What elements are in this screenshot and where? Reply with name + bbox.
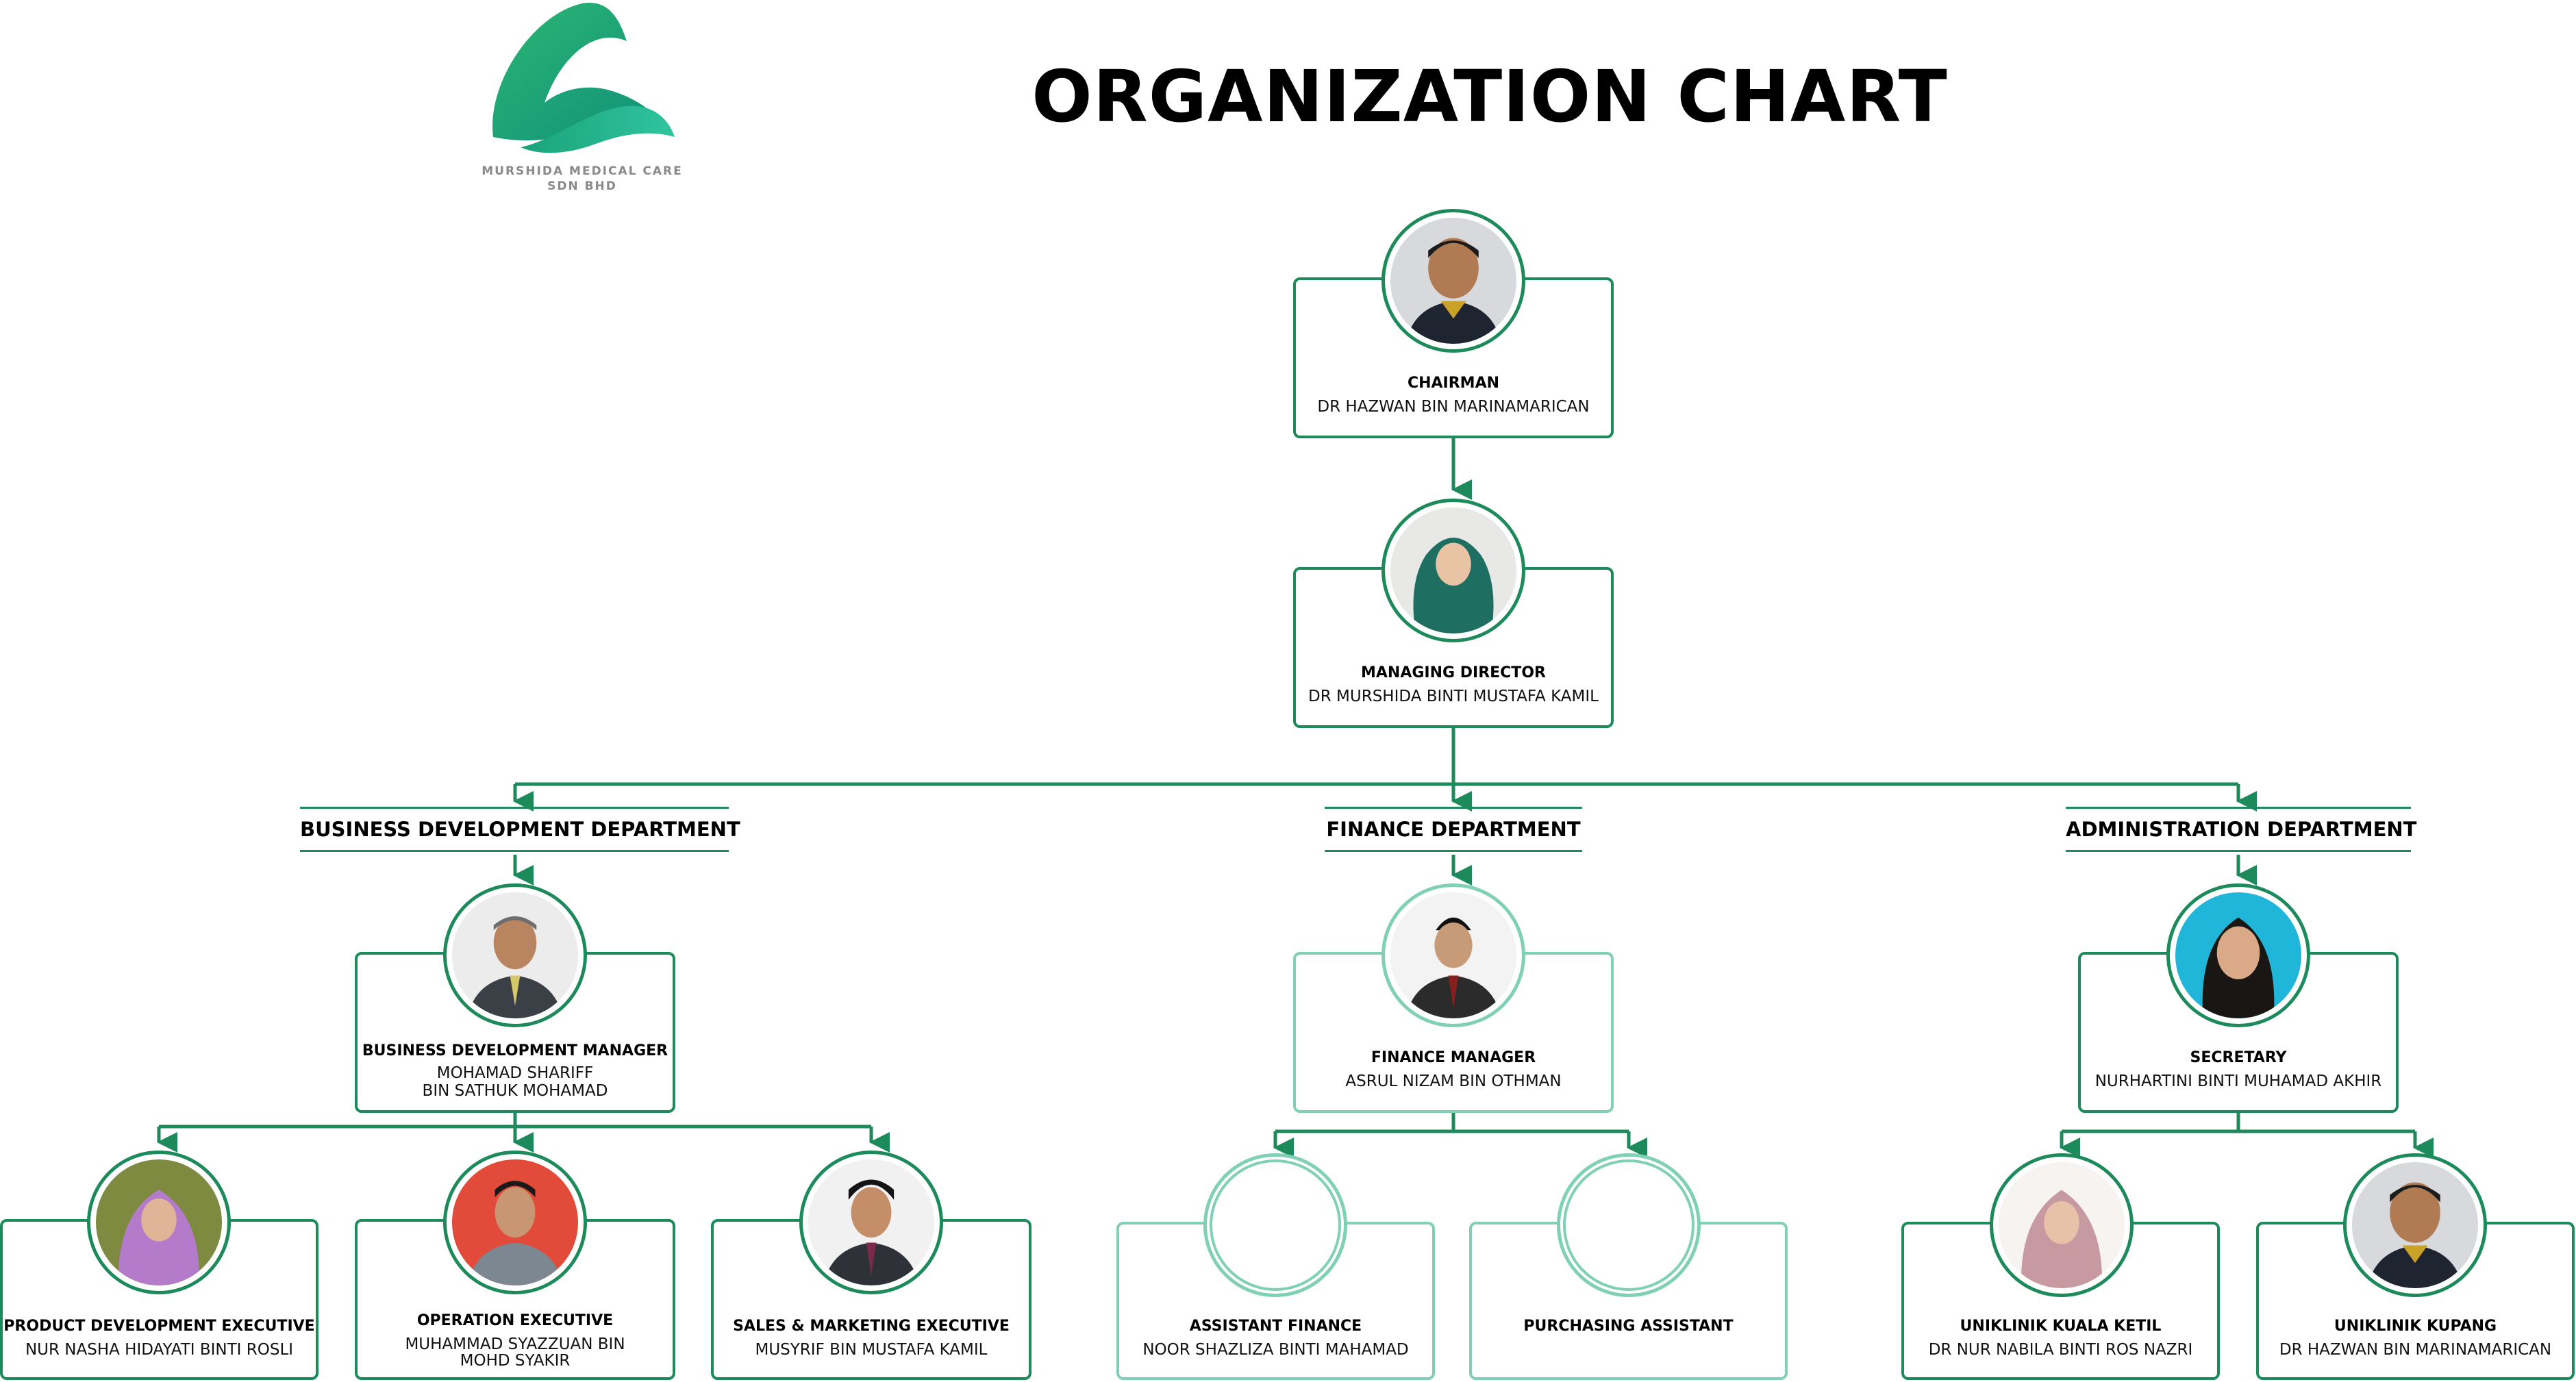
bdm-name-line2: BIN SATHUK MOHAMAD [422,1082,608,1100]
person-photo-icon [96,1159,222,1285]
person-photo-icon [1390,507,1516,633]
uniklinik-kuala-ketil-role: UNIKLINIK KUALA KETIL [1960,1318,2162,1335]
finance-manager-role: FINANCE MANAGER [1371,1049,1536,1066]
finance-manager-card: FINANCE MANAGER ASRUL NIZAM BIN OTHMAN [1293,952,1614,1113]
oe-avatar [443,1151,587,1294]
uniklinik-kupang-avatar [2343,1153,2487,1297]
bdm-name-line1: MOHAMAD SHARIFF [436,1064,594,1082]
department-business: BUSINESS DEVELOPMENT DEPARTMENT [300,807,740,852]
secretary-role: SECRETARY [2190,1049,2287,1066]
managing-director-role: MANAGING DIRECTOR [1361,664,1546,681]
chairman-role: CHAIRMAN [1407,375,1500,392]
oe-name-line2: MOHD SYAKIR [460,1352,571,1370]
assistant-finance-name: NOOR SHAZLIZA BINTI MAHAMAD [1142,1341,1409,1359]
sme-role: SALES & MARKETING EXECUTIVE [733,1318,1010,1335]
uniklinik-kuala-ketil-name: DR NUR NABILA BINTI ROS NAZRI [1928,1341,2193,1359]
person-photo-icon [2352,1162,2478,1288]
department-administration: ADMINISTRATION DEPARTMENT [2066,807,2416,852]
bdm-avatar [443,883,587,1027]
person-photo-icon [452,892,578,1018]
person-photo-icon [2175,892,2301,1018]
finance-manager-avatar [1381,883,1525,1027]
bdm-role: BUSINESS DEVELOPMENT MANAGER [362,1042,668,1059]
uniklinik-kuala-ketil-avatar [1990,1153,2134,1297]
pde-name: NUR NASHA HIDAYATI BINTI ROSLI [25,1341,294,1359]
pde-avatar [87,1151,231,1294]
purchasing-assistant-role: PURCHASING ASSISTANT [1523,1318,1734,1335]
oe-role: OPERATION EXECUTIVE [416,1312,614,1329]
person-photo-icon [452,1159,578,1285]
empty-photo-placeholder [1210,1159,1341,1291]
pde-role: PRODUCT DEVELOPMENT EXECUTIVE [3,1318,315,1335]
company-logo: MURSHIDA MEDICAL CARE SDN BHD [479,0,685,199]
purchasing-assistant-avatar [1557,1153,1701,1297]
logo-company-suffix: SDN BHD [547,179,617,193]
finance-manager-name: ASRUL NIZAM BIN OTHMAN [1345,1072,1562,1090]
oe-name-line1: MUHAMMAD SYAZZUAN BIN [405,1335,625,1353]
person-photo-icon [808,1159,934,1285]
managing-director-card: MANAGING DIRECTOR DR MURSHIDA BINTI MUST… [1293,567,1614,728]
department-finance: FINANCE DEPARTMENT [1325,807,1582,852]
logo-company-name: MURSHIDA MEDICAL CARE [482,164,683,178]
managing-director-avatar [1381,499,1525,642]
chairman-avatar [1381,209,1525,353]
uniklinik-kuala-ketil-card: UNIKLINIK KUALA KETIL DR NUR NABILA BINT… [1901,1222,2220,1380]
secretary-name: NURHARTINI BINTI MUHAMAD AKHIR [2094,1072,2382,1090]
sme-name: MUSYRIF BIN MUSTAFA KAMIL [755,1341,988,1359]
uniklinik-kupang-name: DR HAZWAN BIN MARINAMARICAN [2279,1341,2552,1359]
person-photo-icon [1390,218,1516,344]
person-photo-icon [1999,1162,2125,1288]
empty-photo-placeholder [1563,1159,1695,1291]
assistant-finance-avatar [1203,1153,1347,1297]
assistant-finance-role: ASSISTANT FINANCE [1189,1318,1362,1335]
page-title: ORGANIZATION CHART [1031,55,1948,138]
sme-avatar [799,1151,943,1294]
chairman-name: DR HAZWAN BIN MARINAMARICAN [1317,398,1590,416]
managing-director-name: DR MURSHIDA BINTI MUSTAFA KAMIL [1308,688,1599,705]
secretary-avatar [2166,883,2310,1027]
person-photo-icon [1390,892,1516,1018]
logo-mark-icon [492,3,675,153]
uniklinik-kupang-role: UNIKLINIK KUPANG [2334,1318,2497,1335]
